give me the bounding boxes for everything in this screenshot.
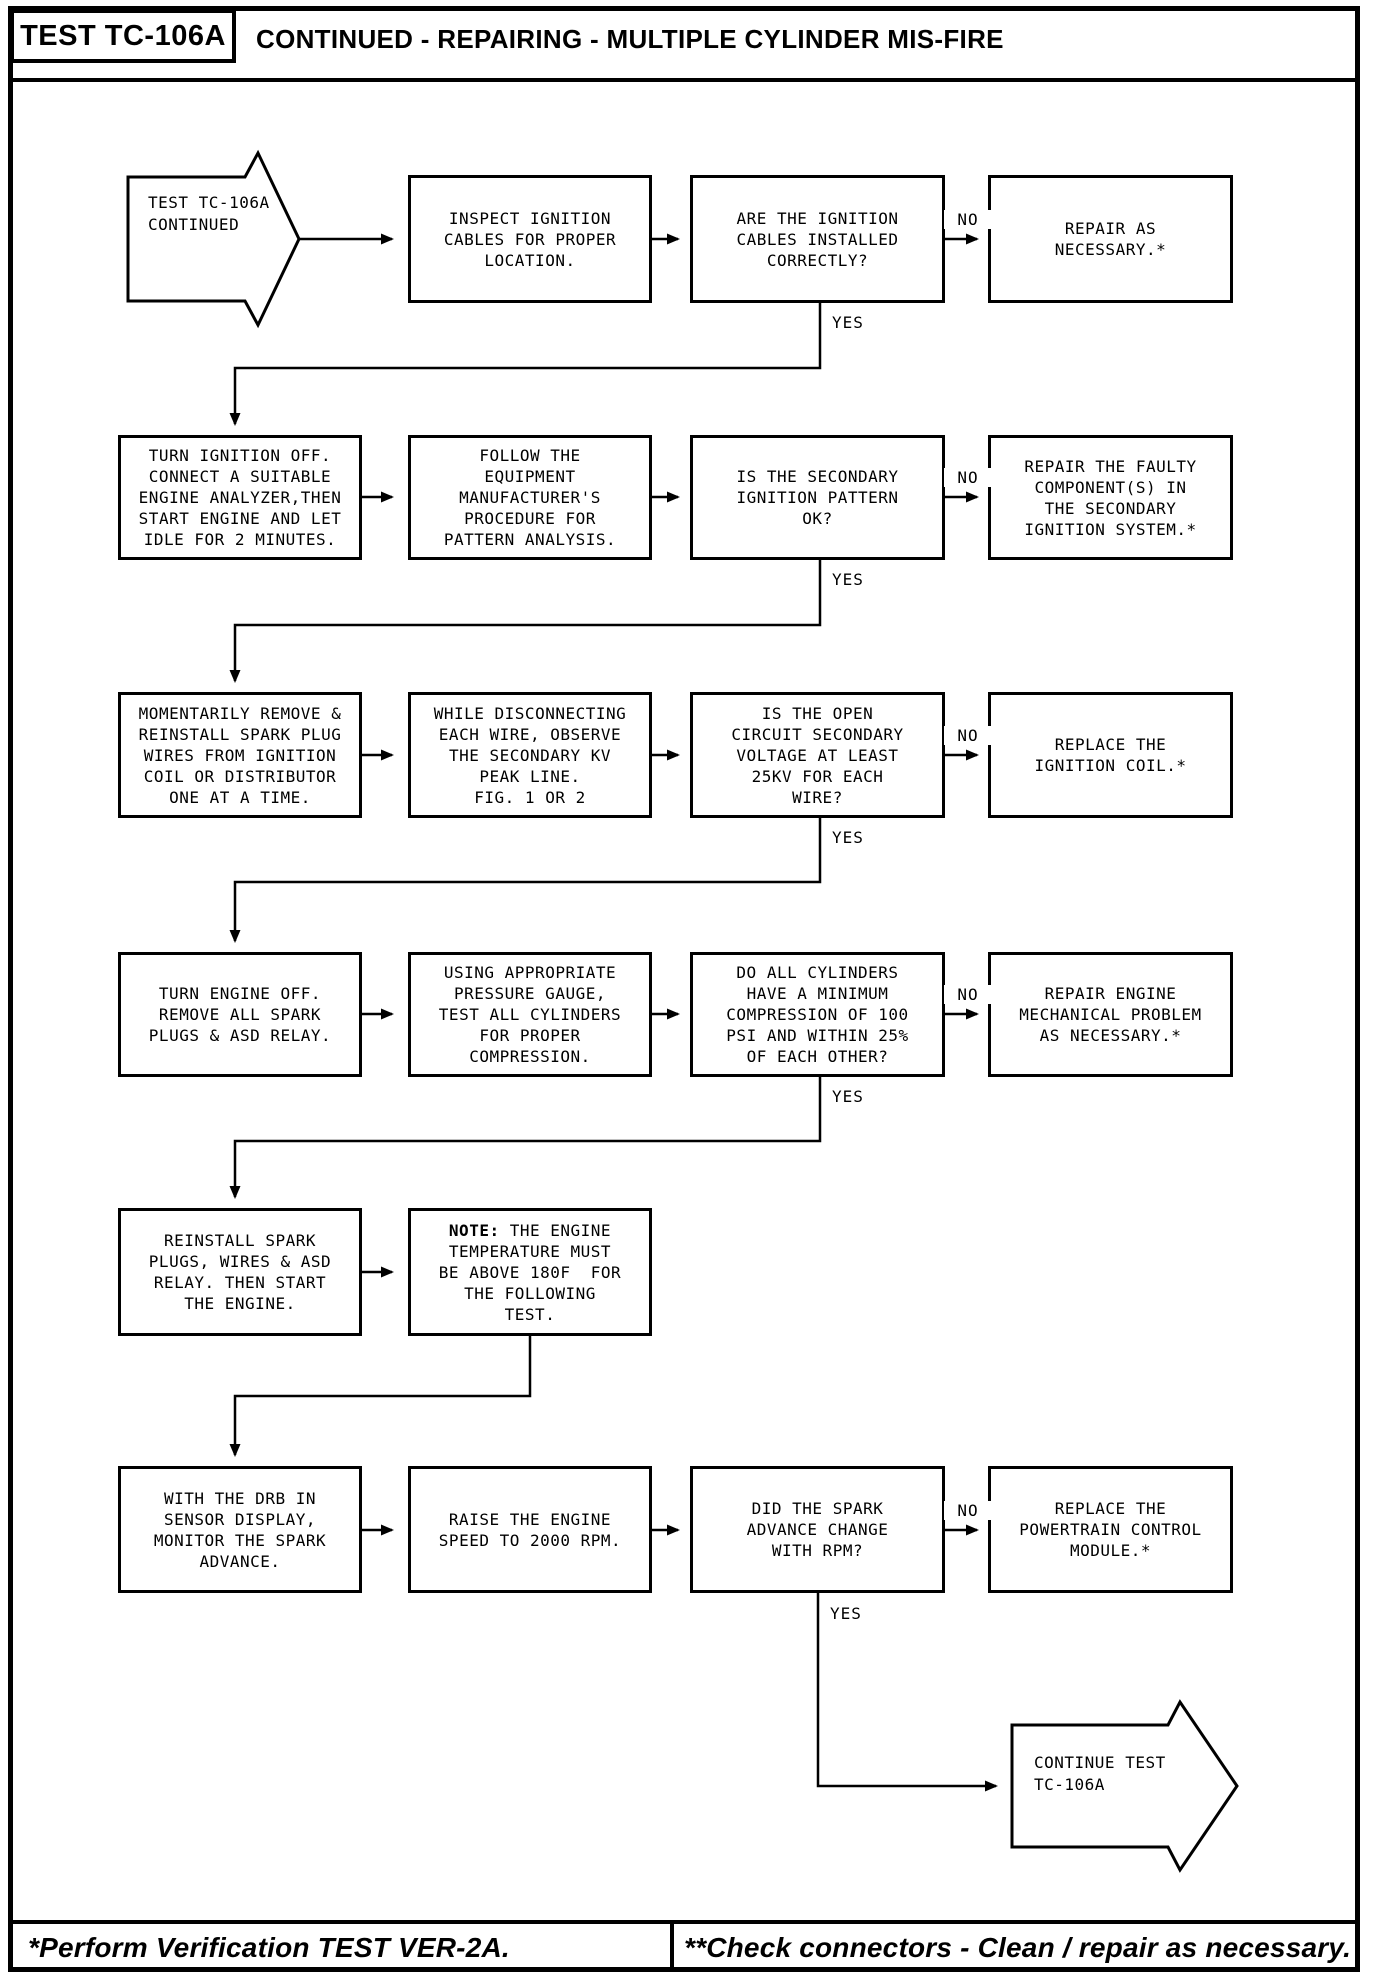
box-drb-monitor-spark-advance: WITH THE DRB IN SENSOR DISPLAY, MONITOR … — [118, 1466, 362, 1593]
box-text: IS THE SECONDARY IGNITION PATTERN OK? — [736, 467, 899, 528]
footer-separator — [8, 1920, 1360, 1924]
box-text: RAISE THE ENGINE SPEED TO 2000 RPM. — [438, 1509, 622, 1550]
box-text: ARE THE IGNITION CABLES INSTALLED CORREC… — [736, 208, 899, 270]
decision-cylinders-compression-100psi: DO ALL CYLINDERS HAVE A MINIMUM COMPRESS… — [690, 952, 945, 1077]
box-text: USING APPROPRIATE PRESSURE GAUGE, TEST A… — [438, 963, 622, 1066]
page-title: CONTINUED - REPAIRING - MULTIPLE CYLINDE… — [256, 24, 1004, 54]
box-text: INSPECT IGNITION CABLES FOR PROPER LOCAT… — [443, 208, 617, 270]
box-text: REPLACE THE POWERTRAIN CONTROL MODULE.* — [1019, 1499, 1202, 1560]
decision-open-circuit-voltage-25kv: IS THE OPEN CIRCUIT SECONDARY VOLTAGE AT… — [690, 692, 945, 818]
box-compression-test: USING APPROPRIATE PRESSURE GAUGE, TEST A… — [408, 952, 652, 1077]
box-text: TURN IGNITION OFF. CONNECT A SUITABLE EN… — [138, 446, 342, 549]
box-text: DID THE SPARK ADVANCE CHANGE WITH RPM? — [746, 1499, 889, 1560]
box-raise-engine-speed-2000rpm: RAISE THE ENGINE SPEED TO 2000 RPM. — [408, 1466, 652, 1593]
box-turn-ignition-off-analyzer: TURN IGNITION OFF. CONNECT A SUITABLE EN… — [118, 435, 362, 560]
box-text: TURN ENGINE OFF. REMOVE ALL SPARK PLUGS … — [148, 984, 332, 1045]
box-follow-equipment-procedure: FOLLOW THE EQUIPMENT MANUFACTURER'S PROC… — [408, 435, 652, 560]
no-label: NO — [944, 468, 992, 487]
box-text: NOTE: THE ENGINE TEMPERATURE MUST BE ABO… — [439, 1220, 621, 1325]
box-repair-faulty-component: REPAIR THE FAULTY COMPONENT(S) IN THE SE… — [988, 435, 1233, 560]
footer-divider — [670, 1920, 674, 1972]
note-prefix: NOTE: — [448, 1220, 510, 1240]
box-replace-powertrain-control-module: REPLACE THE POWERTRAIN CONTROL MODULE.* — [988, 1466, 1233, 1593]
yes-label: YES — [830, 313, 866, 332]
note-text: THE ENGINE TEMPERATURE MUST BE ABOVE 180… — [438, 1220, 622, 1324]
footer-note-check-connectors: **Check connectors - Clean / repair as n… — [684, 1932, 1352, 1963]
decision-cables-installed-correctly: ARE THE IGNITION CABLES INSTALLED CORREC… — [690, 175, 945, 303]
yes-label: YES — [828, 1604, 864, 1623]
test-id-label: TEST TC-106A — [20, 19, 226, 52]
no-label: NO — [944, 210, 992, 229]
start-arrow-label: TEST TC-106A CONTINUED — [148, 193, 270, 234]
no-label: NO — [944, 726, 992, 745]
decision-secondary-ignition-pattern-ok: IS THE SECONDARY IGNITION PATTERN OK? — [690, 435, 945, 560]
test-id-box: TEST TC-106A — [10, 9, 236, 63]
header-separator — [8, 78, 1360, 82]
box-text: REINSTALL SPARK PLUGS, WIRES & ASD RELAY… — [148, 1231, 332, 1313]
box-text: IS THE OPEN CIRCUIT SECONDARY VOLTAGE AT… — [731, 703, 904, 807]
box-text: DO ALL CYLINDERS HAVE A MINIMUM COMPRESS… — [726, 963, 909, 1066]
box-remove-reinstall-plug-wires: MOMENTARILY REMOVE & REINSTALL SPARK PLU… — [118, 692, 362, 818]
box-observe-secondary-kv: WHILE DISCONNECTING EACH WIRE, OBSERVE T… — [408, 692, 652, 818]
end-arrow-label: CONTINUE TEST TC-106A — [1034, 1753, 1166, 1794]
box-text: REPLACE THE IGNITION COIL.* — [1034, 735, 1187, 775]
yes-label: YES — [830, 570, 866, 589]
box-reinstall-plugs-start-engine: REINSTALL SPARK PLUGS, WIRES & ASD RELAY… — [118, 1208, 362, 1336]
box-turn-engine-off-remove-plugs: TURN ENGINE OFF. REMOVE ALL SPARK PLUGS … — [118, 952, 362, 1077]
decision-spark-advance-change-with-rpm: DID THE SPARK ADVANCE CHANGE WITH RPM? — [690, 1466, 945, 1593]
box-text: REPAIR AS NECESSARY.* — [1054, 219, 1167, 259]
box-text: MOMENTARILY REMOVE & REINSTALL SPARK PLU… — [138, 703, 342, 807]
page-border — [8, 6, 1360, 1972]
box-text: WITH THE DRB IN SENSOR DISPLAY, MONITOR … — [153, 1488, 327, 1571]
box-text: FOLLOW THE EQUIPMENT MANUFACTURER'S PROC… — [443, 446, 617, 549]
box-note-engine-temperature: NOTE: THE ENGINE TEMPERATURE MUST BE ABO… — [408, 1208, 652, 1336]
yes-label: YES — [830, 1087, 866, 1106]
yes-label: YES — [830, 828, 866, 847]
box-replace-ignition-coil: REPLACE THE IGNITION COIL.* — [988, 692, 1233, 818]
box-repair-engine-mechanical: REPAIR ENGINE MECHANICAL PROBLEM AS NECE… — [988, 952, 1233, 1077]
footer-note-verification: *Perform Verification TEST VER-2A. — [28, 1932, 510, 1963]
box-repair-as-necessary: REPAIR AS NECESSARY.* — [988, 175, 1233, 303]
box-text: WHILE DISCONNECTING EACH WIRE, OBSERVE T… — [433, 703, 627, 807]
no-label: NO — [944, 1501, 992, 1520]
no-label: NO — [944, 985, 992, 1004]
box-inspect-ignition-cables: INSPECT IGNITION CABLES FOR PROPER LOCAT… — [408, 175, 652, 303]
box-text: REPAIR THE FAULTY COMPONENT(S) IN THE SE… — [1024, 456, 1197, 539]
box-text: REPAIR ENGINE MECHANICAL PROBLEM AS NECE… — [1019, 984, 1202, 1045]
